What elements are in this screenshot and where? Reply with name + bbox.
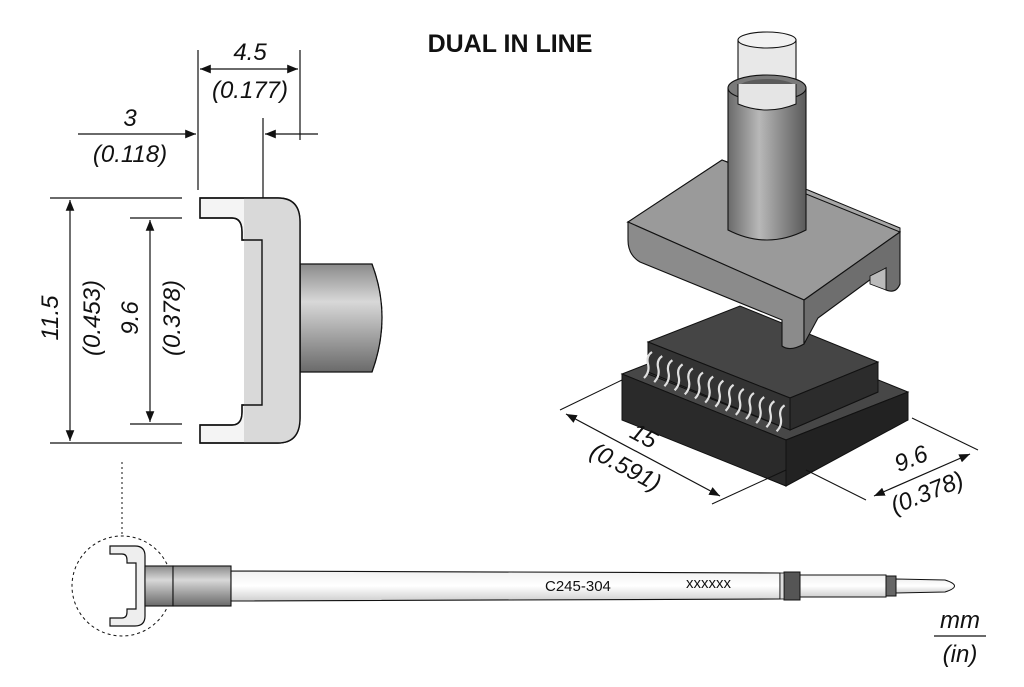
dim-offset-mm: 3 <box>123 105 137 132</box>
chip-pin <box>755 396 765 424</box>
chip-pin <box>683 367 694 396</box>
dim-chip-width-mm: 9.6 <box>891 440 933 478</box>
units-legend: mm (in) <box>934 607 986 668</box>
chip-pin <box>663 359 674 387</box>
dim-chip-length-in: (0.591) <box>586 438 666 498</box>
chip-pin <box>714 379 725 408</box>
chip-pin <box>653 355 663 383</box>
dim-height-inner-in: (0.378) <box>159 280 186 356</box>
dim-width-top-mm: 4.5 <box>233 39 267 66</box>
tip-side-view: C245-304 xxxxxx <box>71 535 955 637</box>
dim-height-outer-in: (0.453) <box>79 280 106 356</box>
chip-pin <box>775 404 786 433</box>
unit-secondary: (in) <box>943 641 978 668</box>
chip-pin <box>734 387 745 416</box>
chip-pin <box>643 351 653 379</box>
chip-pin <box>694 371 704 400</box>
chip-pins <box>643 351 786 433</box>
profile-view: 4.5 (0.177) 3 (0.118) 11.5 (0.453) 9.6 (… <box>37 39 383 536</box>
dim-height-inner-mm: 9.6 <box>117 301 144 335</box>
diagram-title: DUAL IN LINE <box>428 30 593 58</box>
part-number: C245-304 <box>545 578 611 595</box>
dim-offset-in: (0.118) <box>93 141 167 168</box>
chip-pin <box>745 392 755 420</box>
isometric-view: 15 (0.591) 9.6 (0.378) <box>559 31 979 520</box>
serial-marking: xxxxxx <box>686 575 732 592</box>
unit-primary: mm <box>940 607 980 634</box>
dim-width-top-in: (0.177) <box>212 77 288 104</box>
chip-pin <box>704 375 714 404</box>
chip-pin <box>724 383 735 412</box>
chip-pin <box>765 400 776 428</box>
chip-pin <box>673 363 684 392</box>
dim-height-outer-mm: 11.5 <box>37 295 64 341</box>
